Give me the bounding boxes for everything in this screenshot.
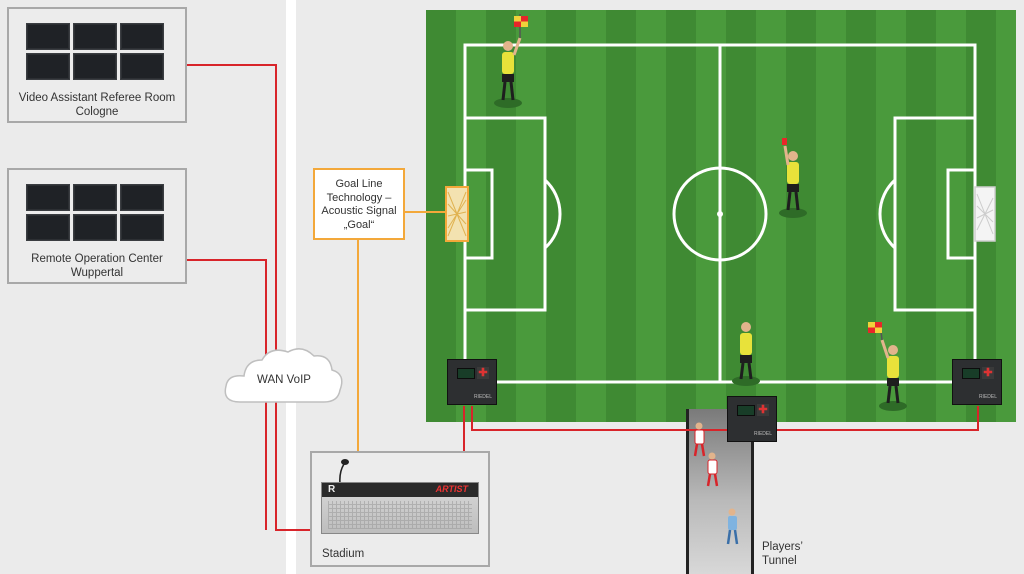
monitor-wall-icon [26, 184, 164, 241]
rack-logo: R [328, 484, 336, 495]
remote-center-box: Remote Operation Center Wuppertal [7, 168, 187, 284]
goal-line-label: Goal Line Technology – Acoustic Signal „… [321, 178, 397, 231]
wan-voip-label: WAN VoIP [257, 374, 311, 386]
panel-divider [286, 0, 296, 574]
goal-line-box: Goal Line Technology – Acoustic Signal „… [313, 168, 405, 240]
var-room-box: Video Assistant Referee Room Cologne [7, 7, 187, 123]
device-brand: RIEDEL [753, 431, 772, 437]
intercom-panel-icon[interactable]: ✚ RIEDEL [727, 396, 777, 442]
var-room-label: Video Assistant Referee Room Cologne [18, 92, 176, 118]
football-pitch [426, 10, 1016, 422]
microphone-icon [339, 459, 349, 484]
intercom-panel-icon[interactable]: ✚ RIEDEL [952, 359, 1002, 405]
device-brand: RIEDEL [473, 394, 492, 400]
monitor-wall-icon [26, 23, 164, 80]
remote-center-label: Remote Operation Center Wuppertal [31, 253, 163, 279]
intercom-panel-icon[interactable]: ✚ RIEDEL [447, 359, 497, 405]
players-tunnel-label: Players’ Tunnel [762, 541, 803, 567]
device-brand: RIEDEL [978, 394, 997, 400]
rack-brand: ARTIST [435, 484, 468, 494]
matrix-rack: R ARTIST [321, 482, 479, 534]
stadium-label: Stadium [322, 548, 365, 560]
